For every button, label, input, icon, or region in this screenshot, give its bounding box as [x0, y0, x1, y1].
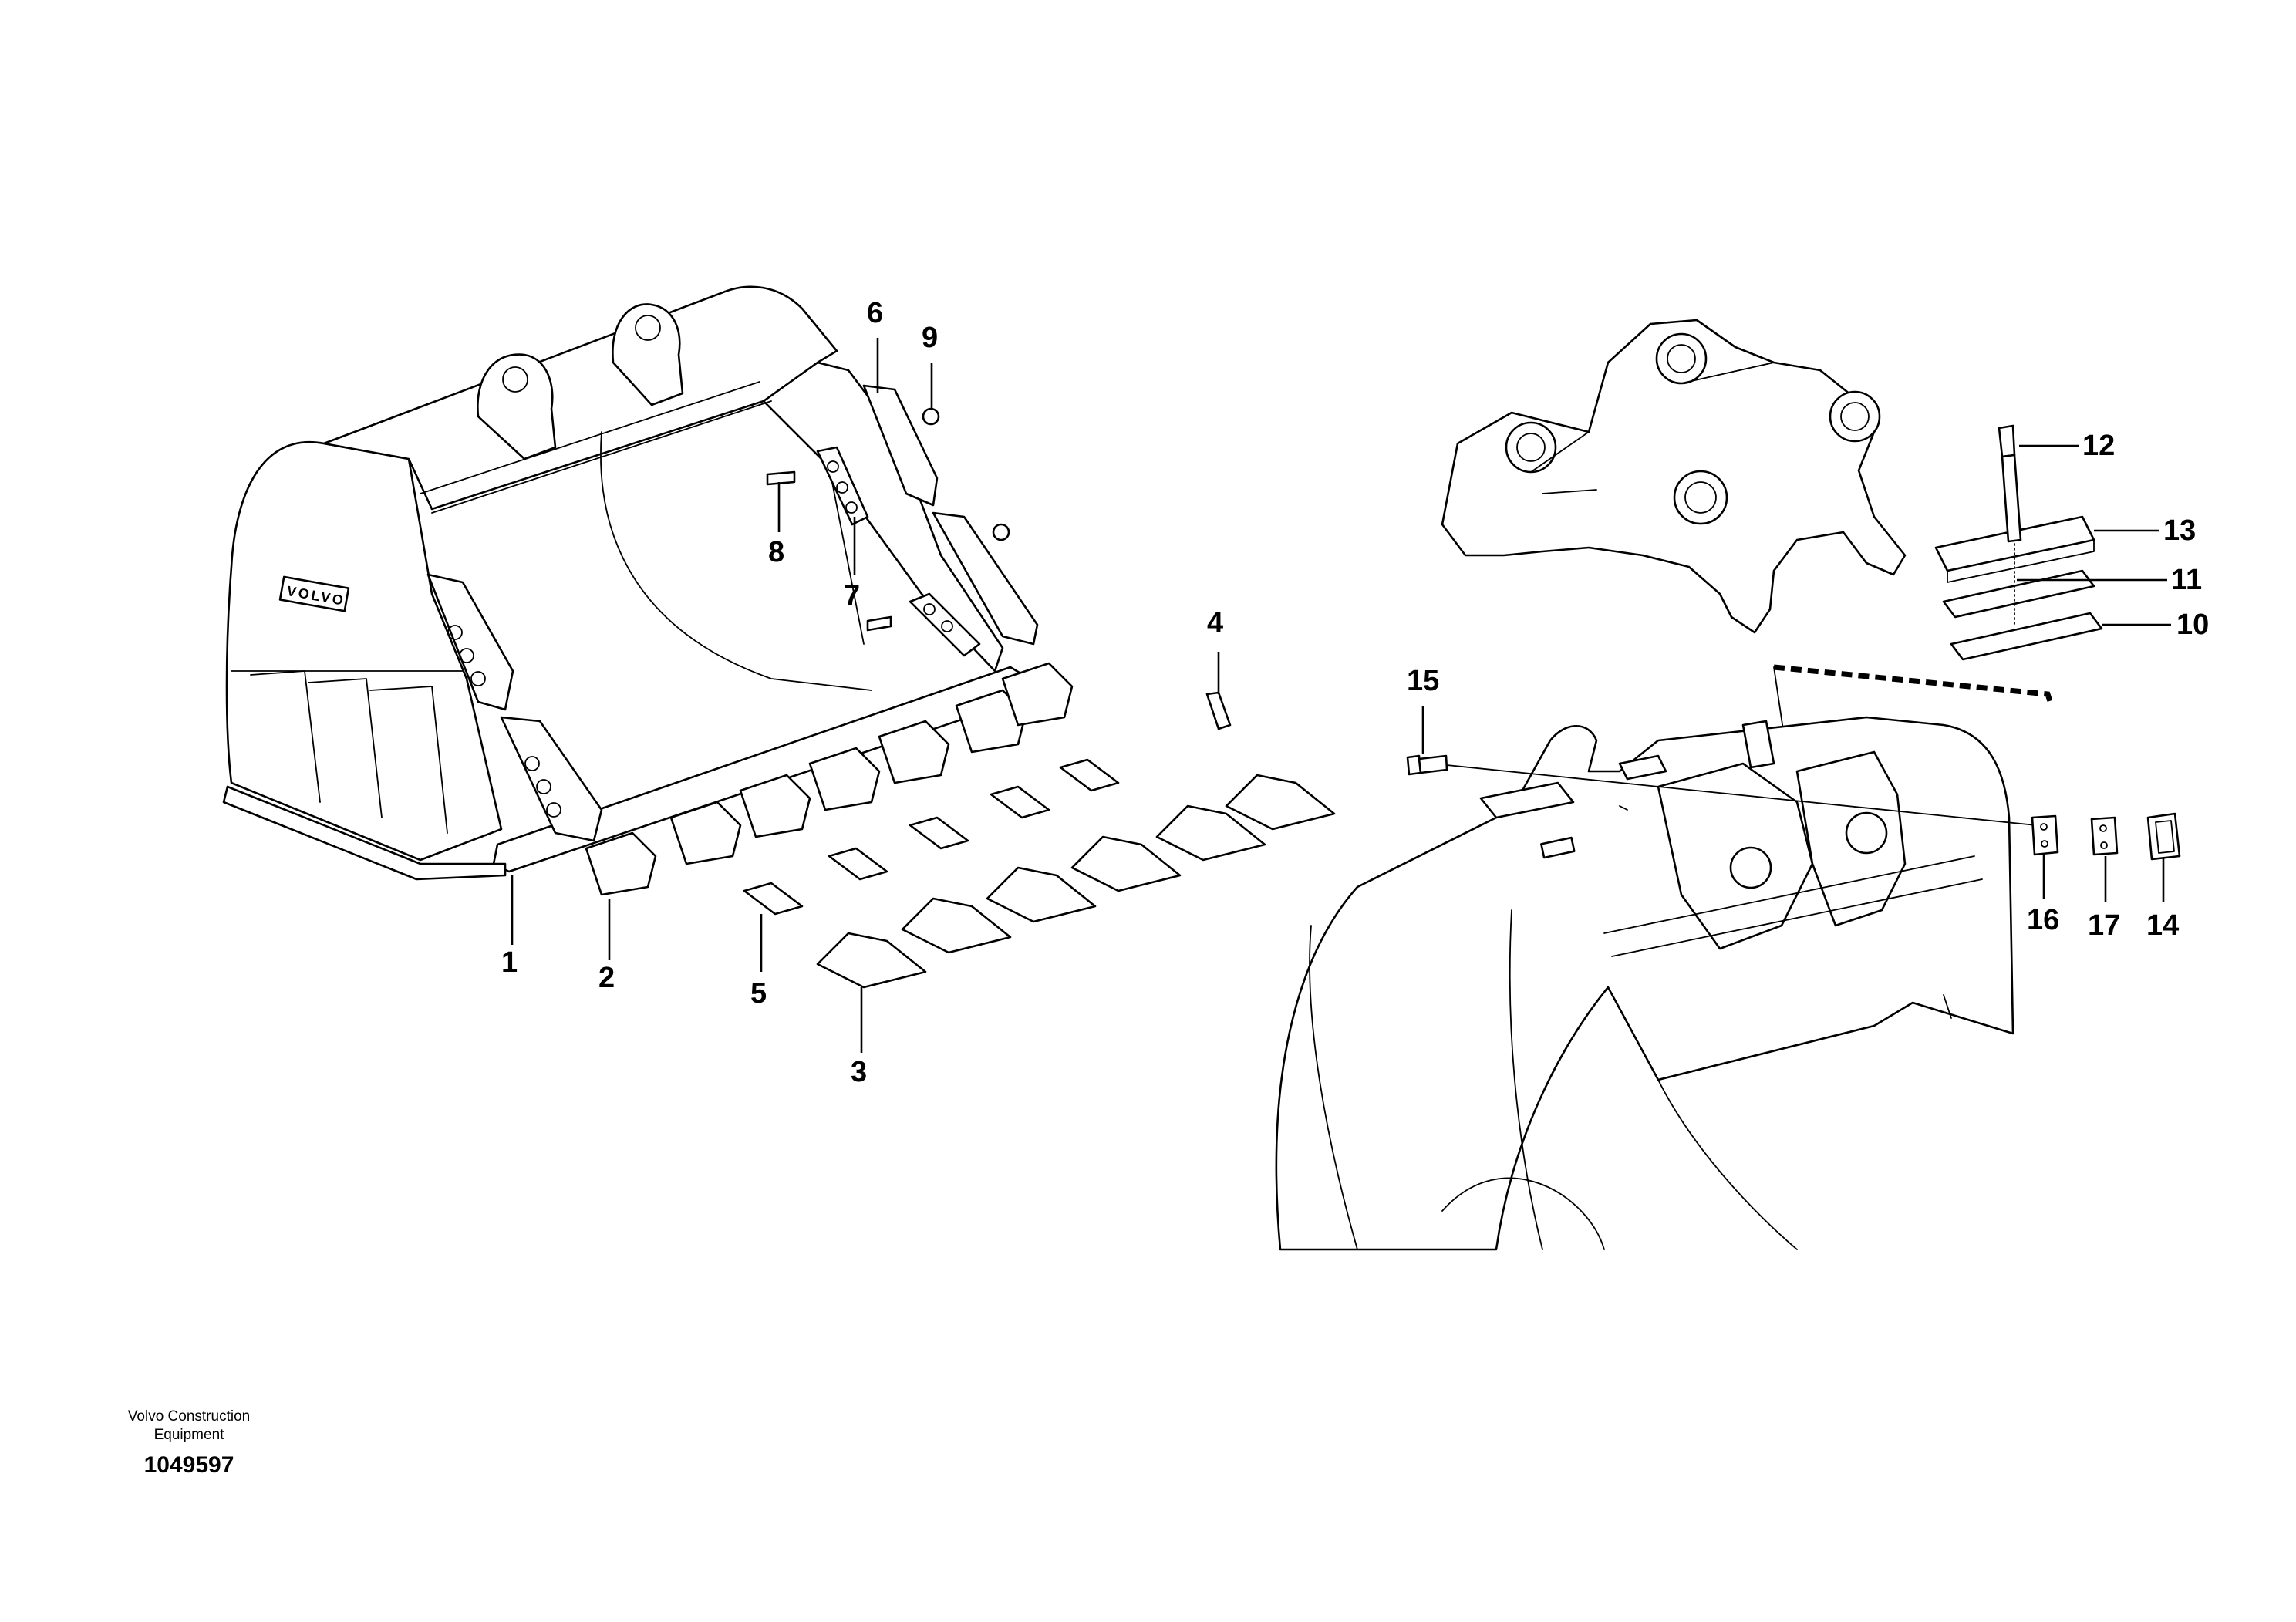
callout-8: 8	[768, 536, 784, 568]
retainer-pin	[1205, 691, 1232, 730]
leader-lines	[511, 338, 2171, 1053]
callout-10: 10	[2176, 609, 2209, 641]
bucket-left: VOLVO	[222, 285, 1039, 881]
bucket-right	[1275, 716, 2014, 1251]
footer-block: Volvo Construction Equipment 1049597	[93, 1408, 285, 1479]
quick-coupler-bracket	[1441, 319, 1907, 634]
document-number: 1049597	[143, 1452, 234, 1478]
callout-16: 16	[2027, 904, 2059, 936]
callout-7: 7	[844, 580, 860, 612]
wear-pads	[743, 758, 1120, 916]
teeth-row	[585, 662, 1074, 896]
shim-11	[1942, 569, 2095, 619]
nut-plate-16	[2031, 814, 2059, 856]
callout-17: 17	[2088, 909, 2120, 942]
callout-12: 12	[2082, 430, 2115, 462]
callout-13: 13	[2163, 514, 2196, 547]
callout-4: 4	[1207, 607, 1223, 639]
bolt-12	[2001, 454, 2022, 543]
callout-labels: 1 2 3 4 5 6 7 8 9 10 11 12 13 14 15 16 1…	[501, 297, 2209, 1088]
callout-15: 15	[1407, 665, 1439, 697]
callout-9: 9	[922, 322, 938, 354]
company-name-line1: Volvo Construction	[127, 1408, 251, 1425]
callout-14: 14	[2146, 909, 2179, 942]
nut-plate-17	[2090, 816, 2119, 856]
callout-6: 6	[867, 297, 883, 329]
loose-teeth	[816, 774, 1336, 989]
assembly-link-line	[1773, 664, 2055, 707]
callout-2: 2	[598, 962, 615, 994]
callout-11: 11	[2171, 564, 2202, 596]
company-name-line2: Equipment	[153, 1427, 224, 1443]
callout-5: 5	[750, 977, 767, 1010]
callout-3: 3	[851, 1056, 867, 1088]
callout-1: 1	[501, 946, 518, 979]
shim-10	[1950, 612, 2103, 661]
